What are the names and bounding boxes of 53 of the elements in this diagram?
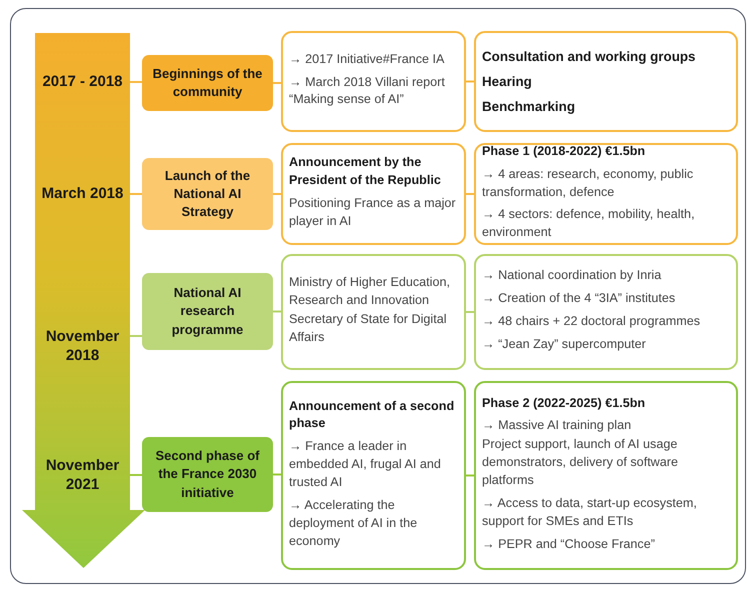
box-heading: Benchmarking: [482, 98, 576, 116]
box-text: Ministry of Higher Education, Research and Innovation: [289, 274, 451, 310]
box-text: → Massive AI training plan: [482, 417, 632, 434]
box-text: → “Jean Zay” supercomputer: [482, 336, 647, 353]
box-text: Project support, launch of AI usage demonstrators, delivery of software platforms: [482, 436, 679, 489]
detail-box: [474, 381, 738, 570]
box-text: Secretary of State for Digital Affairs: [289, 311, 448, 346]
connector-line: [466, 193, 474, 195]
detail-box: [281, 143, 466, 245]
box-heading: Consultation and working groups: [482, 48, 696, 66]
connector-line: [130, 81, 142, 83]
connector-line: [466, 474, 474, 476]
connector-line: [130, 193, 142, 195]
box-text: → 48 chairs + 22 doctoral programmes: [482, 313, 702, 330]
detail-box: [474, 143, 738, 245]
connector-line: [466, 311, 474, 313]
connector-line: [273, 82, 281, 84]
box-heading: Announcement by the President of the Republic: [289, 154, 442, 190]
box-heading: Phase 2 (2022-2025) €1.5bn: [482, 394, 646, 412]
box-text: → Accelerating the deployment of AI in the economy: [289, 496, 418, 550]
milestone-box: Beginnings of the community: [142, 55, 273, 111]
box-text: → 4 sectors: defence, mobility, health, environment: [482, 206, 696, 242]
connector-line: [273, 310, 281, 312]
connector-line: [130, 335, 142, 337]
detail-box: [281, 31, 466, 132]
date-label: March 2018: [35, 172, 130, 216]
detail-box: [474, 31, 738, 132]
date-label: November 2021: [35, 451, 130, 499]
connector-line: [466, 80, 474, 82]
box-text: → National coordination by Inria: [482, 267, 662, 284]
box-text: Positioning France as a major player in AI: [289, 195, 457, 230]
box-text: → March 2018 Villani report “Making sense of AI”: [289, 74, 446, 108]
detail-box: [281, 381, 466, 570]
milestone-box: National AI research programme: [142, 273, 273, 350]
timeline-arrow: [22, 33, 145, 568]
box-text: → 2017 Initiative#France IA: [289, 50, 446, 68]
box-heading: Hearing: [482, 72, 533, 91]
box-text: → France a leader in embedded AI, frugal AI and trusted AI: [289, 438, 442, 491]
box-text: → 4 areas: research, economy, public transformation, defence: [482, 166, 694, 201]
detail-box: [474, 254, 738, 370]
date-label: 2017 - 2018: [35, 62, 130, 102]
milestone-box: Second phase of the France 2030 initiative: [142, 437, 273, 512]
box-text: → PEPR and “Choose France”: [482, 536, 656, 553]
connector-line: [273, 474, 281, 476]
box-text: → Creation of the 4 “3IA” institutes: [482, 290, 676, 308]
box-heading: Announcement of a second phase: [289, 398, 456, 432]
box-heading: Phase 1 (2018-2022) €1.5bn: [482, 142, 646, 160]
box-text: → Access to data, start-up ecosystem, support for SMEs and ETIs: [482, 494, 698, 530]
milestone-box: Launch of the National AI Strategy: [142, 158, 273, 230]
connector-line: [273, 193, 281, 195]
detail-box: [281, 254, 466, 370]
connector-line: [130, 474, 142, 476]
date-label: November 2018: [35, 322, 130, 370]
